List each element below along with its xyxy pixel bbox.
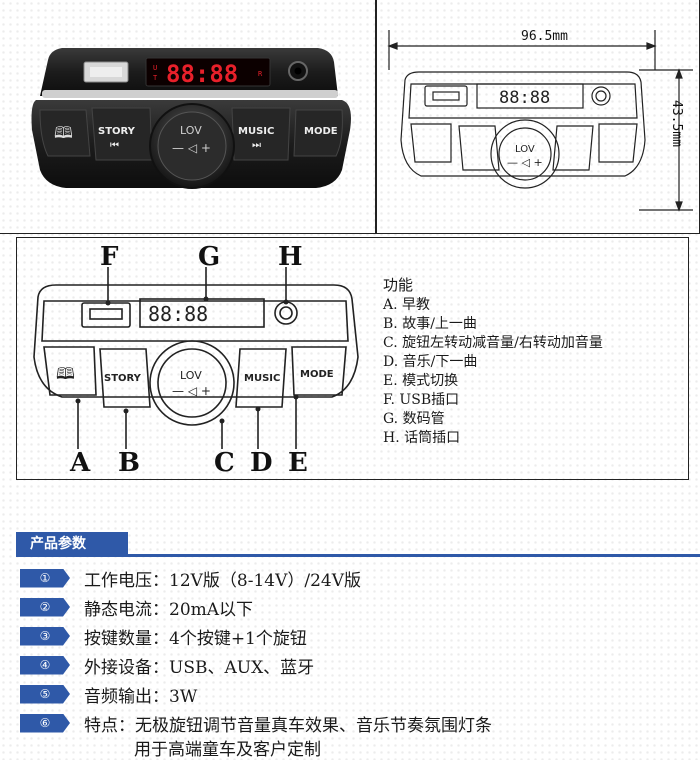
story-label: STORY: [104, 373, 142, 384]
display-indicator: U: [153, 64, 157, 72]
book-icon: 🕮: [54, 123, 73, 142]
knob-controls: — ◁ +: [172, 384, 211, 398]
next-icon: ⏭: [252, 140, 261, 151]
param-badge: ④: [20, 655, 70, 675]
param-text: 按键数量：4个按键+1个旋钮: [84, 628, 307, 649]
label-f: F: [100, 242, 119, 272]
params-header: 产品参数: [16, 532, 128, 556]
display-digits: 88:88: [499, 88, 550, 108]
knob-label: LOV: [180, 124, 202, 137]
param-text: 音频输出：3W: [84, 686, 198, 707]
param-row: ④ 外接设备：USB、AUX、蓝牙: [20, 654, 315, 678]
param-continuation: 用于高端童车及客户定制: [134, 736, 321, 760]
label-g: G: [198, 242, 220, 272]
mode-label: MODE: [300, 369, 334, 380]
function-item: H. 话筒插口: [383, 430, 461, 446]
params-divider: [16, 554, 700, 557]
width-dimension: 96.5mm: [521, 29, 568, 44]
param-row: ③ 按键数量：4个按键+1个旋钮: [20, 625, 307, 649]
param-text: 用于高端童车及客户定制: [134, 739, 321, 760]
product-photo-panel: U T 88:88 R 🕮 STORY ⏮ MUSIC ⏭ MODE LOV —…: [0, 0, 376, 234]
param-badge: ⑤: [20, 684, 70, 704]
display-indicator: T: [153, 74, 158, 82]
function-item: B. 故事/上一曲: [383, 316, 477, 332]
label-d: D: [250, 448, 273, 478]
knob-label: LOV: [515, 144, 535, 155]
param-text: 静态电流：20mA以下: [84, 599, 254, 620]
function-item: E. 模式切换: [383, 373, 459, 389]
display-digits: 88:88: [166, 60, 238, 88]
music-label: MUSIC: [238, 126, 274, 137]
param-row: ① 工作电压：12V版（8-14V）/24V版: [20, 567, 362, 591]
mode-label: MODE: [304, 126, 338, 137]
function-list: 功能 A. 早教 B. 故事/上一曲 C. 旋钮左转动减音量/右转动加音量 D.…: [383, 276, 683, 448]
label-e: E: [288, 448, 308, 478]
param-text: 特点：无极旋钮调节音量真车效果、音乐节奏氛围灯条: [84, 715, 492, 736]
param-text: 工作电压：12V版（8-14V）/24V版: [84, 570, 362, 591]
param-badge: ①: [20, 568, 70, 588]
param-row: ⑥ 特点：无极旋钮调节音量真车效果、音乐节奏氛围灯条: [20, 712, 492, 736]
param-row: ⑤ 音频输出：3W: [20, 683, 198, 707]
display-indicator: R: [258, 70, 263, 78]
music-label: MUSIC: [244, 373, 280, 384]
param-badge: ②: [20, 597, 70, 617]
function-item: G. 数码管: [383, 411, 445, 427]
product-photo: U T 88:88 R 🕮 STORY ⏮ MUSIC ⏭ MODE LOV —…: [31, 48, 351, 189]
param-text: 外接设备：USB、AUX、蓝牙: [84, 657, 315, 678]
function-diagram-panel: [16, 237, 689, 480]
label-b: B: [118, 448, 140, 478]
knob-controls: — ◁ +: [172, 141, 211, 155]
label-a: A: [69, 448, 91, 478]
book-icon: 🕮: [56, 364, 75, 383]
mode-button[interactable]: [293, 109, 343, 157]
param-row: ② 静态电流：20mA以下: [20, 596, 254, 620]
function-item: F. USB插口: [383, 392, 460, 408]
label-h: H: [278, 242, 303, 272]
function-item: D. 音乐/下一曲: [383, 354, 478, 370]
story-label: STORY: [98, 126, 136, 137]
height-dimension: 43.5mm: [669, 100, 684, 147]
function-list-title: 功能: [383, 276, 414, 294]
param-badge: ⑥: [20, 713, 70, 733]
knob-label: LOV: [180, 369, 202, 382]
dimension-drawing: 96.5mm 43.5mm 88:88 LOV — ◁ +: [387, 29, 693, 212]
display-digits: 88:88: [148, 302, 208, 326]
light-strip: [42, 90, 338, 98]
function-item: C. 旋钮左转动减音量/右转动加音量: [383, 335, 603, 351]
function-item: A. 早教: [383, 297, 431, 313]
dimension-drawing-panel: 96.5mm 43.5mm 88:88 LOV — ◁ +: [376, 0, 700, 234]
param-badge: ③: [20, 626, 70, 646]
prev-icon: ⏮: [110, 140, 119, 151]
function-diagram: 88:88 LOV — ◁ + STORY MUSIC MODE 🕮 F G H…: [33, 242, 359, 478]
early-edu-button: [39, 109, 91, 157]
knob-controls: — ◁ +: [507, 156, 543, 169]
label-c: C: [214, 448, 235, 478]
display-panel: [145, 57, 271, 87]
